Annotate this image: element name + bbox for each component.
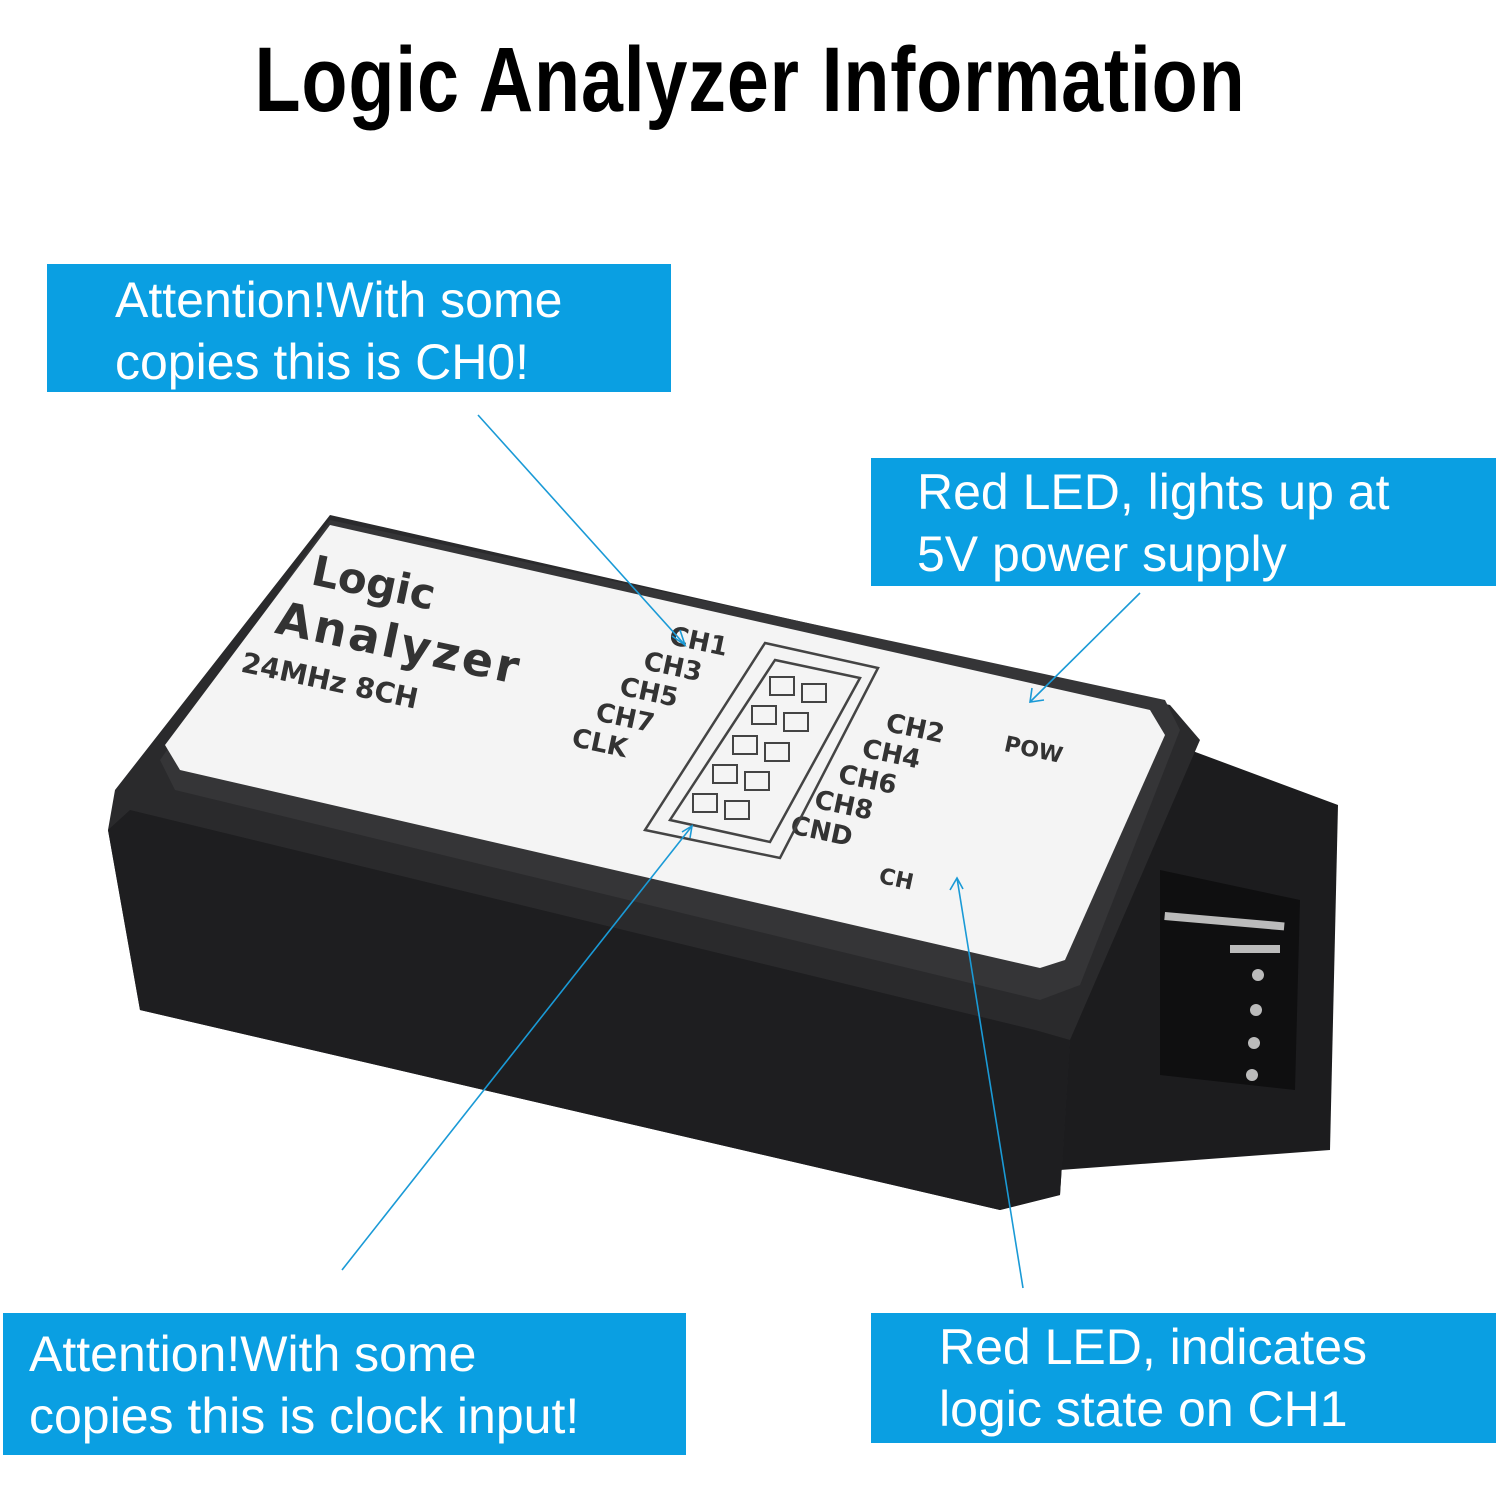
pin-header-outline [642,641,880,860]
arrow-icon [681,824,694,839]
callout-text: Red LED, indicates [939,1319,1368,1375]
arrow-icon [949,876,964,891]
callout-text: copies this is CH0! [115,334,530,390]
callout-text: Red LED, lights up at [917,464,1390,520]
leader-lines [341,414,1141,1289]
leader-pow [1029,592,1141,703]
page-title: Logic Analyzer Information [254,29,1246,131]
callout-clock-input: Attention!With some copies this is clock… [3,1313,686,1455]
callout-ch0: Attention!With some copies this is CH0! [47,264,671,392]
idc-connector [1060,750,1338,1170]
callout-ch-led: Red LED, indicates logic state on CH1 [871,1313,1496,1443]
callout-text: Attention!With some [29,1326,477,1382]
callout-text: logic state on CH1 [939,1381,1348,1437]
leader-ch-led [956,877,1024,1289]
callout-text: 5V power supply [917,526,1287,582]
device-label [165,525,1165,968]
arrow-icon [671,629,687,648]
arrow-icon [1029,687,1045,703]
callout-text: Attention!With some [115,272,563,328]
leader-clk [341,825,693,1271]
callout-text: copies this is clock input! [29,1388,580,1444]
leader-ch0 [477,414,686,646]
callout-pow-led: Red LED, lights up at 5V power supply [871,458,1496,586]
